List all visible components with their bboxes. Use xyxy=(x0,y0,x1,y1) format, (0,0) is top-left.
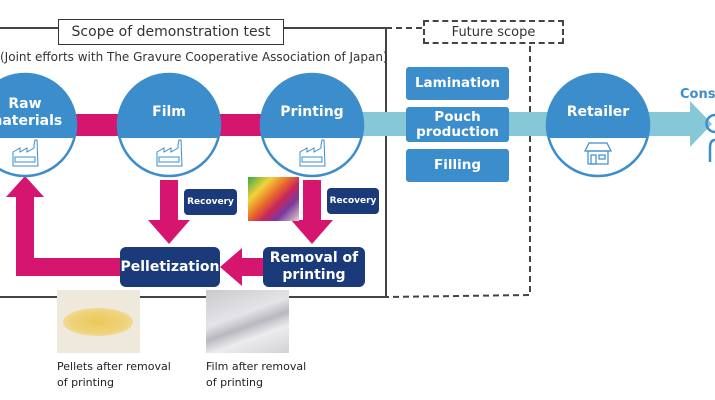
factory-icon xyxy=(156,139,183,167)
pellets-photo xyxy=(57,290,140,353)
scope-subtitle: (Joint efforts with The Gravure Cooperat… xyxy=(0,50,388,64)
node-film-label: Film xyxy=(152,104,186,120)
node-printing-label: Printing xyxy=(280,104,344,120)
recovery-label-film: Recovery xyxy=(184,189,237,215)
step-lamination: Lamination xyxy=(406,67,509,100)
node-retailer-label: Retailer xyxy=(566,104,630,120)
person-icon xyxy=(705,113,715,162)
pellets-caption: Pellets after removal of printing xyxy=(57,359,171,391)
flow-arrowhead-light xyxy=(690,101,712,147)
pelletization-box: Pelletization xyxy=(120,247,220,287)
step-filling: Filling xyxy=(406,149,509,182)
arrow-return-head xyxy=(6,176,44,197)
arrow-return-vertical xyxy=(16,195,34,276)
film-caption-line2: of printing xyxy=(206,376,263,389)
raw-line2: materials xyxy=(0,113,63,129)
connector-raw-film xyxy=(70,114,130,136)
factory-icon xyxy=(299,139,326,167)
step-pouch-production: Pouch production xyxy=(406,107,509,142)
consumer-label: Cons xyxy=(680,87,715,102)
arrow-printing-down-head xyxy=(291,220,333,244)
circle-retailer xyxy=(545,72,651,178)
removal-line1: Removal of xyxy=(269,250,359,266)
printed-film-image xyxy=(248,177,299,221)
film-caption-line1: Film after removal xyxy=(206,360,307,373)
arrow-return-horizontal xyxy=(16,258,126,276)
circle-printing xyxy=(259,72,365,178)
pellets-caption-line2: of printing xyxy=(57,376,114,389)
arrow-left-shaft xyxy=(240,258,270,276)
film-photo xyxy=(206,290,289,353)
raw-line1: Raw xyxy=(8,96,42,112)
node-raw-materials-label: Raw materials xyxy=(0,96,65,130)
recovery-label-printing: Recovery xyxy=(327,188,379,214)
arrow-left-head xyxy=(220,248,242,286)
removal-of-printing-box: Removal of printing xyxy=(263,247,365,287)
factory-icon xyxy=(12,139,39,167)
pouch-line2: production xyxy=(416,123,499,140)
pouch-line1: Pouch xyxy=(434,108,481,125)
arrow-film-down-shaft xyxy=(160,180,178,222)
arrow-film-down-head xyxy=(148,220,190,244)
circle-film xyxy=(116,72,222,178)
pellets-caption-line1: Pellets after removal xyxy=(57,360,171,373)
future-scope-title: Future scope xyxy=(423,20,564,44)
store-icon xyxy=(584,142,612,165)
scope-title: Scope of demonstration test xyxy=(58,19,284,45)
arrow-printing-down-shaft xyxy=(303,180,321,222)
circle-raw-materials xyxy=(0,72,78,178)
film-caption: Film after removal of printing xyxy=(206,359,306,391)
removal-line2: printing xyxy=(282,267,346,283)
